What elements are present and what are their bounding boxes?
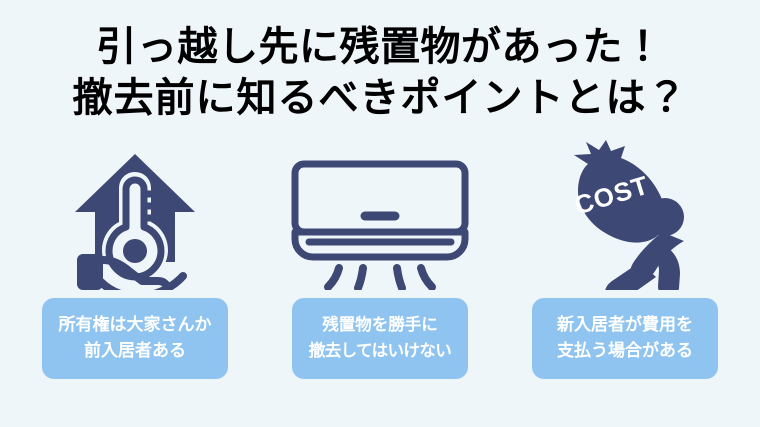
person-carrying-cost-bag-icon: COST <box>550 140 700 290</box>
caption-box-3: 新入居者が費用を 支払う場合がある <box>532 298 718 379</box>
caption-box-2: 残置物を勝手に 撤去してはいけない <box>292 298 468 379</box>
caption-2-line-1: 残置物を勝手に <box>322 316 438 334</box>
house-key-in-hand-icon <box>69 145 201 290</box>
title-line-2: 撤去前に知るべきポイントとは？ <box>72 76 688 120</box>
point-column-1: 所有権は大家さんか 前入居者ある <box>22 145 248 395</box>
caption-1-line-2: 前入居者ある <box>84 341 186 360</box>
caption-3-line-1: 新入居者が費用を <box>557 315 693 334</box>
page-title: 引っ越し先に残置物があった！ 撤去前に知るべきポイントとは？ <box>0 22 760 124</box>
caption-1-line-1: 所有権は大家さんか <box>58 315 212 334</box>
point-column-2: 残置物を勝手に 撤去してはいけない <box>267 145 493 395</box>
caption-2-line-2: 撤去してはいけない <box>308 342 452 360</box>
caption-3-line-2: 支払う場合がある <box>557 341 693 360</box>
air-conditioner-icon <box>285 145 475 290</box>
point-columns: 所有権は大家さんか 前入居者ある <box>0 140 760 395</box>
title-line-1: 引っ越し先に残置物があった！ <box>96 25 664 69</box>
caption-box-1: 所有権は大家さんか 前入居者ある <box>42 298 228 379</box>
point-column-3: COST 新 <box>512 140 738 395</box>
